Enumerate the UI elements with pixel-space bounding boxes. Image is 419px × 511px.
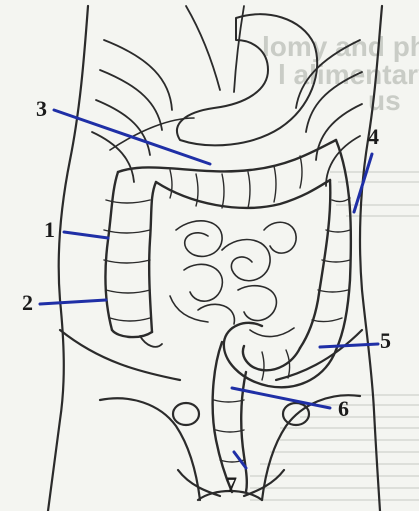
callout-number-4: 4 <box>368 126 379 148</box>
callout-number-2: 2 <box>22 292 33 314</box>
pointer-line-2 <box>40 300 106 304</box>
callout-number-7: 7 <box>226 474 237 496</box>
small-intestine <box>170 221 296 337</box>
appendix <box>140 336 162 347</box>
pointer-line-6 <box>232 388 330 408</box>
pointer-line-1 <box>64 232 108 238</box>
callout-number-3: 3 <box>36 98 47 120</box>
callout-number-6: 6 <box>338 398 349 420</box>
pointer-line-4 <box>354 154 372 212</box>
stomach <box>177 14 317 145</box>
haustra <box>104 156 350 462</box>
rib-cage <box>92 6 362 186</box>
large-intestine <box>105 140 351 492</box>
pelvis <box>60 330 362 500</box>
callout-number-1: 1 <box>44 219 55 241</box>
callout-number-5: 5 <box>380 330 391 352</box>
